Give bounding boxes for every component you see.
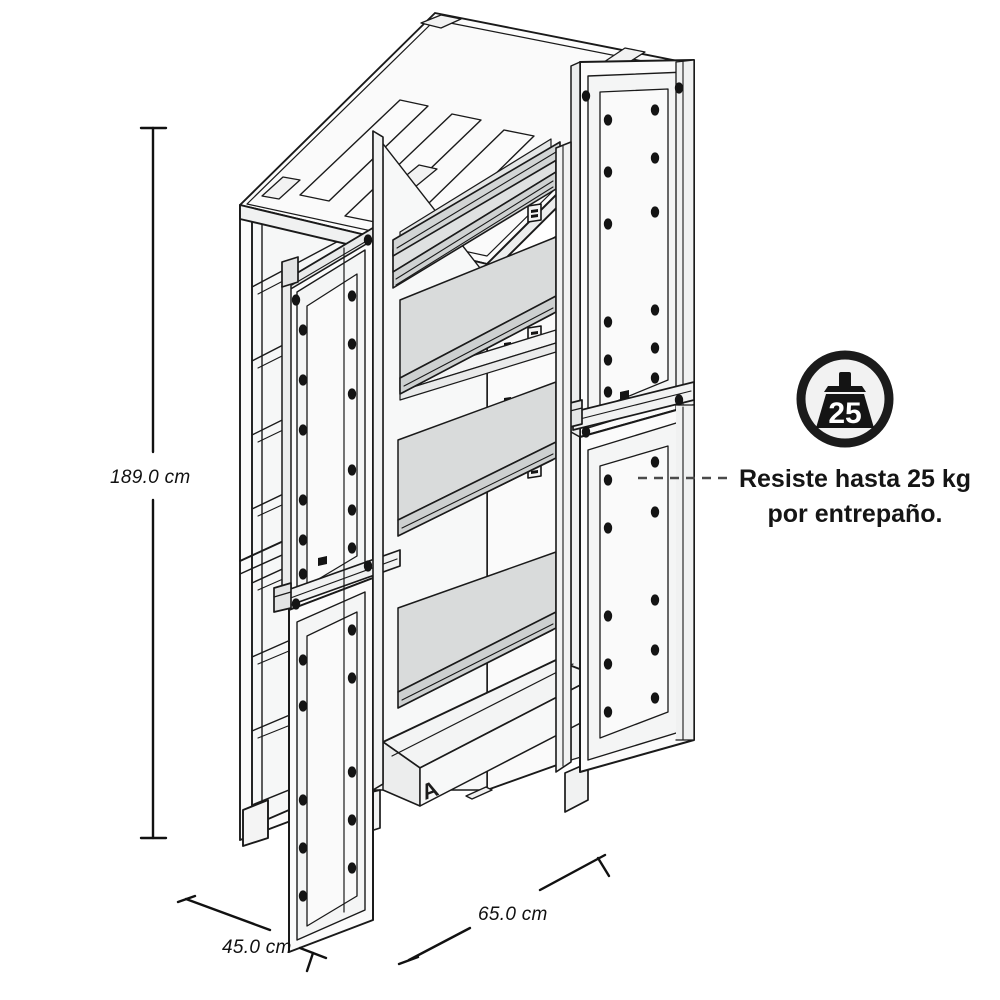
weight-25kg-icon: 25 <box>796 350 894 448</box>
dimension-height-label: 189.0 cm <box>110 467 191 488</box>
callout-line-2: por entrepaño. <box>767 500 942 528</box>
dimension-depth <box>176 894 328 973</box>
cabinet-door-left <box>273 227 401 953</box>
callout-line-1: Resiste hasta 25 kg <box>739 465 971 493</box>
shelf-item <box>397 381 557 537</box>
dimension-annotations <box>139 126 611 973</box>
shelf-group <box>392 138 561 709</box>
cabinet-bottom-floor: A <box>354 659 599 837</box>
cabinet-drawing: A <box>239 12 695 953</box>
shelf-item <box>397 551 557 709</box>
dimension-height <box>139 126 168 840</box>
cabinet-door-right <box>565 59 695 773</box>
cabinet-front-frame <box>372 130 572 791</box>
dimension-width <box>397 853 611 966</box>
weight-badge-value: 25 <box>828 397 861 430</box>
dimension-depth-label: 45.0 cm <box>222 937 292 958</box>
dimension-width-label: 65.0 cm <box>478 904 548 925</box>
weight-callout: 25 Resiste hasta 25 kg por entrepaño. <box>638 350 971 528</box>
